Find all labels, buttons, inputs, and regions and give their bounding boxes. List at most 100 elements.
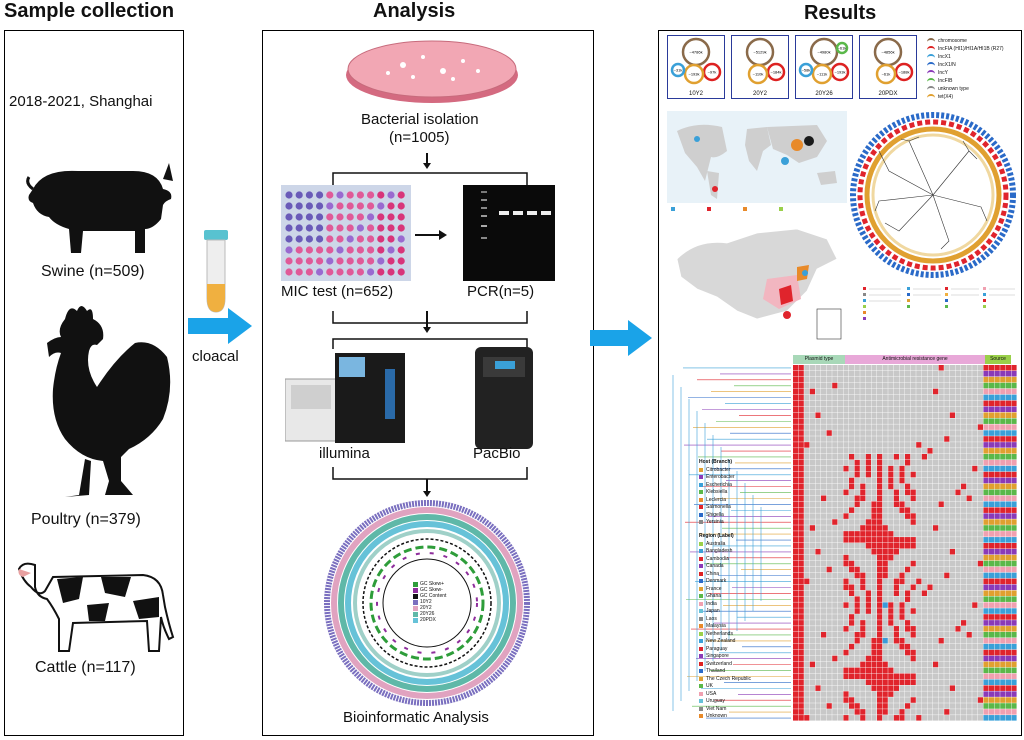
heatmap-cell bbox=[893, 661, 899, 668]
heatmap-cell bbox=[989, 590, 995, 596]
heatmap-cell bbox=[843, 596, 849, 602]
heatmap-cell bbox=[994, 620, 1000, 626]
heatmap-cell bbox=[815, 436, 821, 442]
heatmap-cell bbox=[921, 554, 927, 561]
legend-item: India bbox=[699, 600, 789, 608]
heatmap-cell bbox=[893, 685, 899, 691]
heatmap-cell bbox=[921, 661, 927, 668]
heatmap-cell bbox=[888, 430, 894, 436]
heatmap-cell bbox=[860, 632, 866, 638]
plasmid-legend-label: IncFIB bbox=[938, 78, 953, 84]
heatmap-cell bbox=[821, 400, 827, 407]
heatmap-cell bbox=[989, 673, 995, 680]
mic-well bbox=[316, 268, 324, 276]
heatmap-cell bbox=[877, 412, 883, 418]
heatmap-cell bbox=[938, 442, 944, 448]
heatmap-cell bbox=[882, 465, 888, 472]
heatmap-cell bbox=[989, 632, 995, 638]
heatmap-cell bbox=[804, 661, 810, 668]
heatmap-cell bbox=[854, 655, 860, 662]
heatmap-cell bbox=[1000, 507, 1006, 513]
heatmap-cell bbox=[961, 495, 967, 502]
heatmap-cell bbox=[927, 709, 933, 715]
heatmap-cell bbox=[888, 697, 894, 703]
heatmap-cell bbox=[854, 679, 860, 685]
mic-well bbox=[295, 257, 303, 265]
heatmap-cell bbox=[955, 537, 961, 543]
heatmap-cell bbox=[938, 406, 944, 413]
heatmap-cell bbox=[1000, 442, 1006, 448]
plasmid-ring bbox=[798, 62, 814, 78]
heatmap-cell bbox=[832, 513, 838, 519]
mic-well bbox=[356, 235, 364, 243]
heatmap-cell bbox=[905, 543, 911, 549]
heatmap-cell bbox=[921, 679, 927, 685]
heatmap-cell bbox=[843, 418, 849, 424]
heatmap-cell bbox=[1000, 661, 1006, 668]
heatmap-cell bbox=[972, 643, 978, 650]
heatmap-cell bbox=[921, 691, 927, 697]
heatmap-cell bbox=[815, 643, 821, 650]
mic-well bbox=[305, 213, 313, 221]
heatmap-cell bbox=[949, 602, 955, 608]
heatmap-cell bbox=[893, 400, 899, 407]
heatmap-cell bbox=[961, 483, 967, 490]
heatmap-cell bbox=[899, 685, 905, 691]
heatmap-cell bbox=[832, 465, 838, 472]
heatmap-cell bbox=[916, 703, 922, 709]
heatmap-cell bbox=[821, 626, 827, 632]
heatmap-cell bbox=[854, 418, 860, 424]
heatmap-cell bbox=[972, 436, 978, 442]
mic-well bbox=[387, 202, 395, 210]
legend-label: Klebsiella bbox=[706, 489, 728, 496]
heatmap-cell bbox=[854, 697, 860, 703]
heatmap-cell bbox=[905, 465, 911, 472]
heatmap-cell bbox=[961, 578, 967, 585]
heatmap-cell bbox=[832, 560, 838, 567]
heatmap-cell bbox=[961, 715, 967, 721]
heatmap-cell bbox=[927, 703, 933, 709]
heatmap-cell bbox=[961, 632, 967, 638]
heatmap-cell bbox=[905, 673, 911, 680]
heatmap-cell bbox=[888, 691, 894, 697]
heatmap-cell bbox=[849, 376, 855, 383]
heatmap-cell bbox=[927, 667, 933, 674]
heatmap-cell bbox=[798, 442, 804, 448]
heatmap-cell bbox=[905, 703, 911, 709]
heatmap-cell bbox=[826, 418, 832, 424]
heatmap-cell bbox=[793, 572, 799, 579]
heatmap-cell bbox=[921, 584, 927, 591]
heatmap-cell bbox=[888, 394, 894, 401]
heatmap-cell bbox=[938, 459, 944, 466]
heatmap-cell bbox=[983, 703, 989, 709]
heatmap-cell bbox=[949, 566, 955, 573]
heatmap-cell bbox=[843, 442, 849, 448]
isolation-label: Bacterial isolation bbox=[361, 111, 479, 128]
heatmap-cell bbox=[815, 430, 821, 436]
heatmap-cell bbox=[877, 459, 883, 466]
heatmap-cell bbox=[809, 649, 815, 656]
heatmap-cell bbox=[865, 596, 871, 602]
circular-genome-map bbox=[324, 500, 530, 706]
heatmap-cell bbox=[961, 661, 967, 668]
heatmap-cell bbox=[927, 424, 933, 430]
heatmap-cell bbox=[882, 661, 888, 668]
heatmap-cell bbox=[977, 424, 983, 430]
mic-well bbox=[346, 246, 354, 254]
legend-label: Paraguay bbox=[706, 645, 728, 652]
heatmap-cell bbox=[821, 548, 827, 555]
heatmap-cell bbox=[877, 637, 883, 644]
heatmap-cell bbox=[977, 459, 983, 466]
heatmap-cell bbox=[804, 370, 810, 377]
heatmap-cell bbox=[1000, 448, 1006, 454]
heatmap-cell bbox=[910, 525, 916, 531]
heatmap-cell bbox=[804, 685, 810, 691]
heatmap-cell bbox=[893, 442, 899, 448]
heatmap-cell bbox=[793, 459, 799, 466]
heatmap-cell bbox=[871, 465, 877, 472]
heatmap-cell bbox=[916, 548, 922, 555]
heatmap-cell bbox=[804, 436, 810, 442]
heatmap-cell bbox=[1011, 548, 1017, 555]
heatmap-cell bbox=[966, 596, 972, 602]
heatmap-cell bbox=[843, 554, 849, 561]
